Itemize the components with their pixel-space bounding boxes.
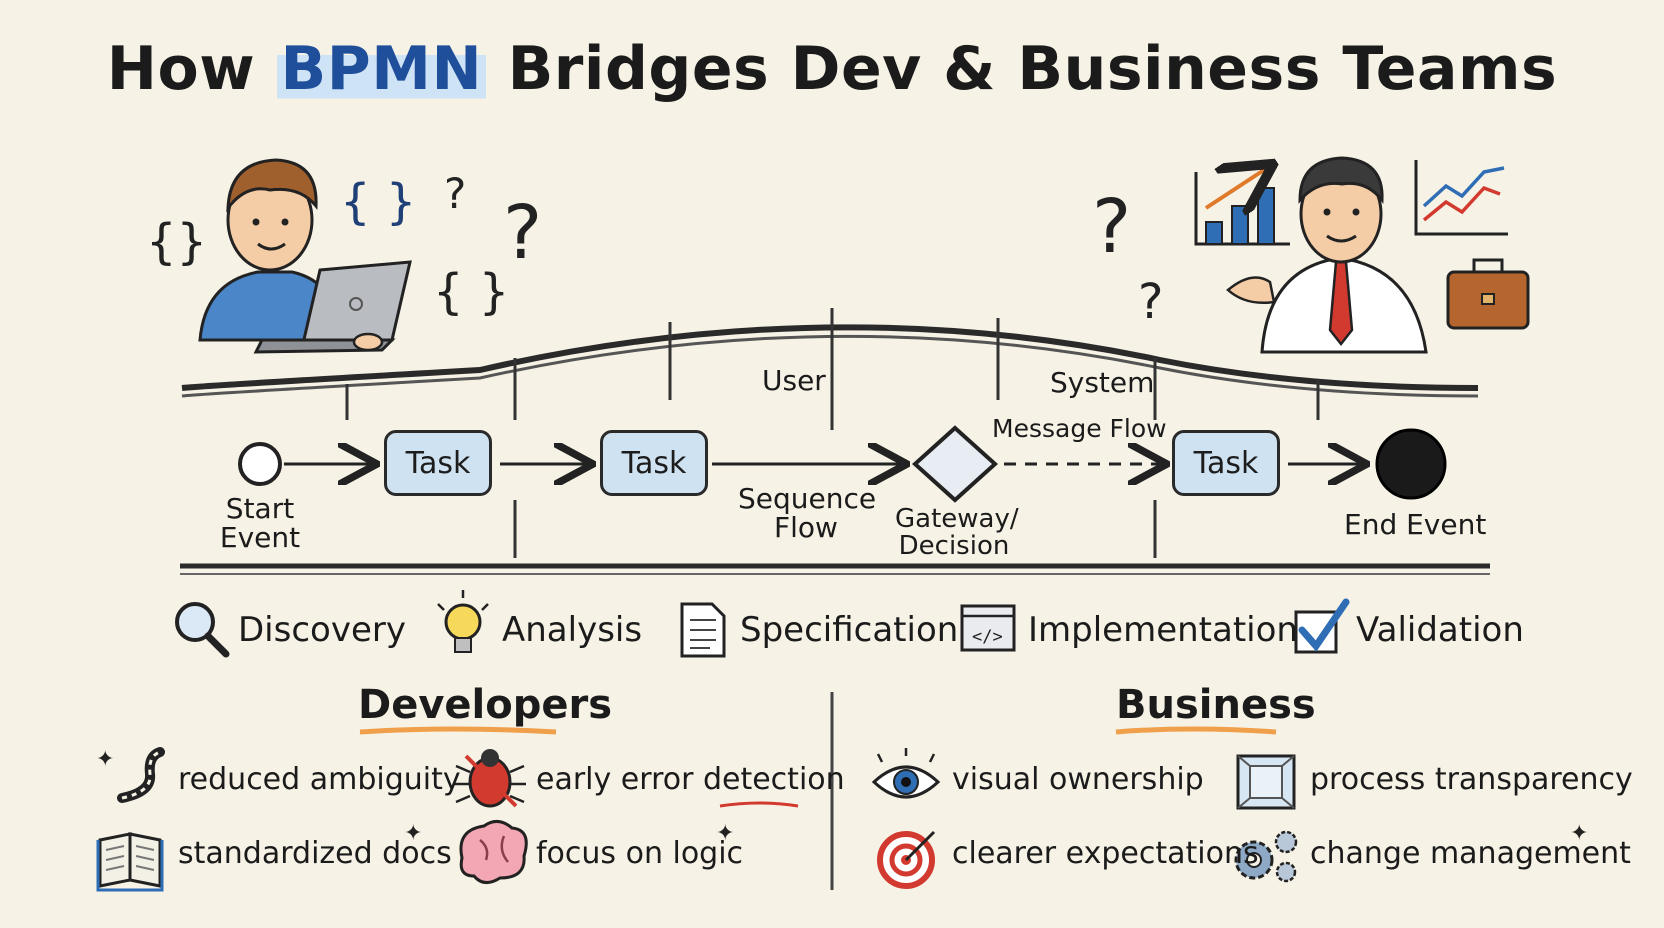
svg-text:?: ?	[444, 169, 466, 218]
task-node-1: Task	[384, 430, 492, 496]
end-event-label: End Event	[1344, 508, 1487, 541]
benefit-focus-on-logic: focus on logic	[536, 836, 744, 871]
title-suffix: Bridges Dev & Business Teams	[486, 34, 1558, 104]
book-icon	[96, 832, 164, 892]
svg-text:✦: ✦	[96, 747, 114, 772]
document-icon	[680, 602, 726, 658]
start-event-label: Start Event	[219, 492, 301, 555]
target-icon	[877, 830, 936, 889]
phase-analysis: Analysis	[502, 610, 643, 650]
briefcase-icon	[1446, 258, 1530, 330]
task-node-2: Task	[600, 430, 708, 496]
brain-icon	[459, 820, 528, 884]
line-chart-icon	[1414, 160, 1508, 236]
benefit-reduced-ambiguity: reduced ambiguity	[178, 762, 461, 797]
magnifier-icon	[175, 602, 230, 658]
phase-specification: Specification	[740, 610, 959, 650]
question-marks-icon: ? ? ? ?	[444, 169, 1163, 330]
sequence-flow-arrows	[238, 425, 1447, 503]
title-highlight: BPMN	[276, 34, 487, 104]
gateway-label: Gateway/ Decision	[895, 504, 1019, 562]
curly-braces-icon: {} { } { }	[146, 174, 509, 320]
process-pool	[180, 308, 1490, 575]
svg-text:?: ?	[1138, 274, 1163, 330]
sequence-flow-label: Sequence Flow	[738, 482, 877, 545]
business-underline	[1115, 726, 1277, 735]
svg-text:{}: {}	[146, 214, 207, 270]
phase-discovery: Discovery	[238, 610, 406, 650]
benefit-change-management: change management	[1310, 836, 1631, 871]
svg-text:{ }: { }	[433, 264, 509, 320]
svg-text:{ }: { }	[340, 174, 416, 230]
businessman-illustration	[1226, 156, 1428, 354]
benefit-early-error-detection: early error detection	[536, 762, 845, 797]
developer-illustration	[198, 158, 412, 354]
lane-label-system: System	[1050, 366, 1155, 399]
message-flow-label: Message Flow	[992, 414, 1167, 443]
sparkle-icon: ✦	[404, 821, 422, 846]
bug-icon	[454, 749, 526, 808]
bar-chart-icon	[1194, 166, 1290, 246]
business-heading: Business	[1116, 682, 1316, 728]
eye-icon	[871, 748, 941, 799]
svg-text:?: ?	[503, 190, 542, 276]
start-event-circle	[238, 442, 282, 486]
sparkle-icon: ✦	[1570, 821, 1588, 846]
end-event-circle	[1375, 428, 1447, 500]
benefit-clearer-expectations: clearer expectations	[952, 836, 1259, 871]
page-title: How BPMN Bridges Dev & Business Teams	[0, 34, 1664, 104]
benefit-visual-ownership: visual ownership	[952, 762, 1204, 797]
title-prefix: How	[106, 34, 277, 104]
lightbulb-icon	[437, 590, 489, 653]
gears-icon	[1234, 830, 1298, 883]
task-node-3: Task	[1172, 430, 1280, 496]
frame-icon	[1236, 754, 1296, 810]
svg-text:?: ?	[1092, 184, 1131, 270]
developers-heading: Developers	[358, 682, 613, 728]
benefit-process-transparency: process transparency	[1310, 762, 1633, 797]
benefit-standardized-docs: standardized docs	[178, 836, 452, 871]
lane-label-user: User	[762, 364, 826, 397]
winding-path-icon: ✦	[96, 747, 165, 803]
phase-implementation: Implementation	[1028, 610, 1298, 650]
code-window-icon: </>	[960, 604, 1016, 652]
checkbox-icon	[1294, 598, 1350, 654]
error-underline	[719, 801, 799, 808]
gateway-diamond	[912, 425, 998, 503]
phase-validation: Validation	[1356, 610, 1524, 650]
developers-underline	[359, 726, 557, 735]
sparkle-icon: ✦	[716, 821, 734, 846]
svg-text:</>: </>	[972, 627, 1003, 647]
